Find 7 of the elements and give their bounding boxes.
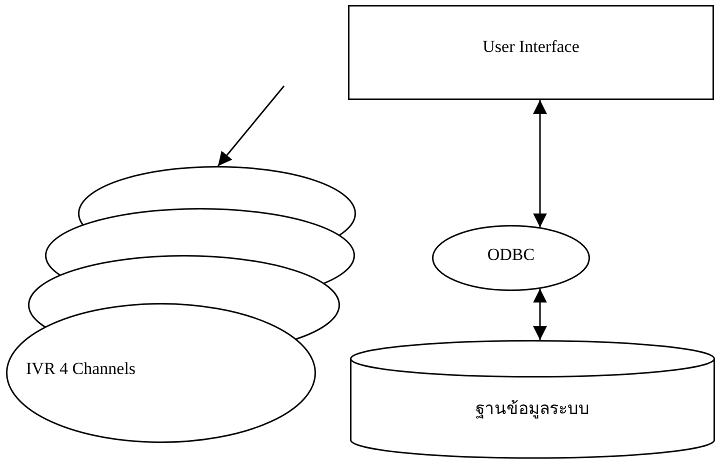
arrow: [533, 100, 547, 228]
arrow: [533, 288, 547, 340]
node-label: ODBC: [486, 245, 536, 265]
node-label: User Interface: [482, 37, 580, 57]
arrow: [217, 86, 285, 166]
node-label: ฐานข้อมูลระบบ: [474, 398, 590, 420]
node-label: IVR 4 Channels: [26, 359, 136, 379]
